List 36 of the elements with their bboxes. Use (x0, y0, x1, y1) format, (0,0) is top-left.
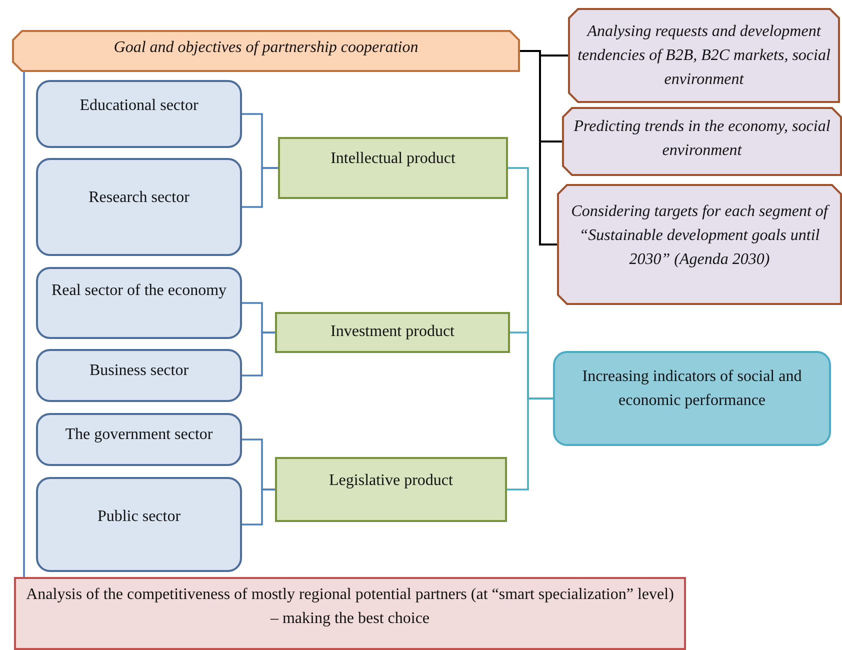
task-box (562, 107, 842, 176)
sector-box (36, 349, 242, 402)
box-text: Considering targets for each segment of “Sustainable development goals until 2030” (Agenda 2030) (570, 202, 831, 270)
box-text: Business sector (88, 361, 190, 381)
box-text: Analysing requests and development tendencies of B2B, B2C markets, social environment (576, 22, 832, 90)
result-box (553, 351, 831, 446)
analysis-box (14, 577, 686, 650)
box-text: Educational sector (78, 96, 200, 116)
sector-box (36, 477, 242, 572)
box-text: Legislative product (328, 471, 454, 491)
sector-box (36, 267, 242, 339)
box-text: The government sector (64, 425, 214, 445)
connector-line (242, 488, 275, 526)
box-text: Research sector (88, 188, 190, 208)
task-box (557, 184, 842, 305)
sector-box (36, 158, 242, 256)
box-text: Public sector (96, 507, 182, 527)
box-text: Investment product (330, 322, 456, 342)
connector-line (242, 332, 275, 376)
box-text: Real sector of the economy (50, 281, 228, 301)
sector-box (36, 413, 242, 466)
product-box (278, 137, 508, 199)
task-box (568, 8, 840, 103)
box-text: Predicting trends in the economy, social environment (572, 117, 832, 161)
box-text: Increasing indicators of social and economic performance (581, 367, 803, 411)
connector-line (507, 398, 553, 490)
box-text: Goal and objectives of partnership cooperation (112, 38, 420, 58)
sector-box (36, 80, 242, 148)
product-box (275, 312, 510, 353)
product-box (275, 457, 507, 522)
connector-line (242, 167, 278, 208)
box-text: Analysis of the competitiveness of mostly regional potential partners (at “smart specialization” level) – making the best choice (25, 585, 675, 629)
box-text: Intellectual product (330, 149, 456, 169)
connector-line (23, 72, 25, 577)
goal-box (12, 30, 520, 72)
connector-line (520, 50, 557, 246)
